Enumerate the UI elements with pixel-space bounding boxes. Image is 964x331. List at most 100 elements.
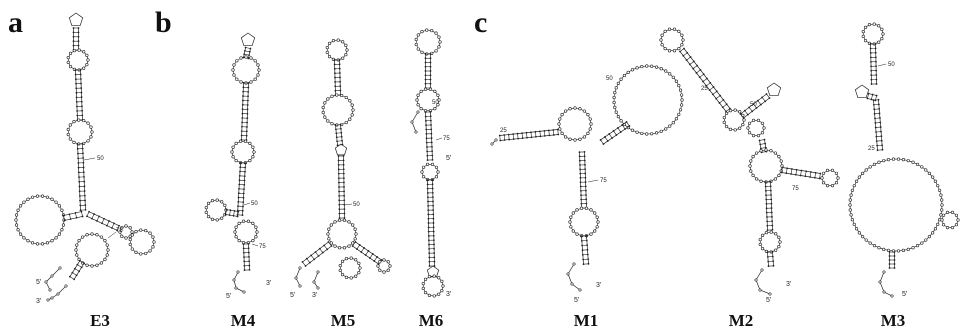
nucleotide <box>725 103 728 106</box>
nucleotide <box>247 95 249 98</box>
nucleotide <box>80 82 82 85</box>
position-tick <box>107 231 117 239</box>
nucleotide <box>241 108 244 111</box>
nucleotide <box>83 190 86 192</box>
nucleotide <box>429 65 432 68</box>
end-3-prime: 3' <box>266 280 271 287</box>
end-5-prime: 5' <box>766 297 771 304</box>
nucleotide <box>886 158 891 162</box>
nucleotide <box>834 171 839 175</box>
nucleotide <box>619 77 623 81</box>
nucleotide <box>72 27 75 29</box>
nucleotide <box>327 241 330 243</box>
nucleotide <box>765 198 768 201</box>
nucleotide <box>751 110 754 113</box>
nucleotide <box>242 290 246 294</box>
nucleotide <box>344 120 348 125</box>
nucleotide <box>18 232 23 236</box>
nucleotide <box>243 183 246 186</box>
nucleotide <box>699 69 702 71</box>
nucleotide <box>668 72 672 76</box>
nucleotide <box>552 134 555 136</box>
nucleotide <box>754 151 759 155</box>
nucleotide <box>771 255 774 258</box>
nucleotide <box>336 38 340 42</box>
helix-strand <box>425 112 428 161</box>
nucleotide <box>242 196 245 199</box>
loop-backbone <box>416 29 441 55</box>
nucleotide <box>344 275 349 279</box>
nucleotide <box>825 168 830 172</box>
nucleotide <box>809 171 812 173</box>
nucleotide <box>760 247 765 251</box>
nucleotide <box>79 78 82 80</box>
nucleotide <box>225 208 228 211</box>
nucleotide <box>708 89 711 91</box>
nucleotide <box>77 44 80 47</box>
nucleotide <box>721 106 724 109</box>
nucleotide <box>877 40 881 44</box>
nucleotide <box>347 220 351 224</box>
nucleotide <box>432 234 435 237</box>
nucleotide <box>425 137 428 140</box>
nucleotide <box>538 130 541 133</box>
nucleotide <box>342 163 345 166</box>
nucleotide <box>778 240 782 244</box>
position-tick <box>343 203 353 206</box>
nucleotide <box>386 260 390 264</box>
nucleotide <box>246 126 248 128</box>
nucleotide <box>893 259 896 261</box>
position-mark: 25 <box>701 86 708 92</box>
nucleotide <box>430 141 433 144</box>
nucleotide <box>852 184 856 188</box>
nucleotide <box>360 251 363 253</box>
nucleotide <box>342 218 347 222</box>
nucleotide <box>76 114 79 117</box>
nucleotide <box>872 99 875 102</box>
nucleotide <box>330 122 334 126</box>
nucleotide <box>338 203 341 206</box>
nucleotide <box>875 140 878 143</box>
nucleotide <box>341 40 345 44</box>
nucleotide <box>330 94 334 98</box>
hairpin-cap <box>240 32 256 47</box>
nucleotide <box>877 246 881 250</box>
nucleotide <box>751 118 756 122</box>
nucleotide <box>120 226 124 230</box>
nucleotide <box>877 160 881 164</box>
nucleotide <box>220 216 224 220</box>
nucleotide <box>237 239 241 243</box>
nucleotide <box>342 172 345 175</box>
nucleotide <box>777 245 781 249</box>
nucleotide <box>614 86 618 90</box>
nucleotide <box>416 103 420 107</box>
nucleotide <box>116 229 118 232</box>
nucleotide <box>433 256 436 259</box>
nucleotide <box>589 122 593 126</box>
nucleotide <box>645 132 649 136</box>
nucleotide <box>654 65 659 69</box>
nucleotide <box>774 248 778 252</box>
nucleotide <box>625 121 628 123</box>
nucleotide <box>118 230 122 234</box>
nucleotide <box>936 184 940 188</box>
nucleotide <box>877 103 880 106</box>
nucleotide <box>593 229 597 233</box>
nucleotide <box>334 81 337 83</box>
nucleotide <box>342 168 345 171</box>
nucleotide <box>428 256 431 259</box>
nucleotide <box>236 215 239 218</box>
nucleotide <box>434 175 439 179</box>
loop-backbone <box>68 119 93 145</box>
nucleotide <box>915 244 920 248</box>
nucleotide <box>63 219 66 222</box>
nucleotide <box>663 29 667 33</box>
nucleotide <box>421 282 425 286</box>
nucleotide <box>14 218 18 222</box>
nucleotide <box>237 221 241 225</box>
nucleotide <box>742 117 745 119</box>
nucleotide <box>530 136 533 139</box>
nucleotide <box>568 220 572 224</box>
